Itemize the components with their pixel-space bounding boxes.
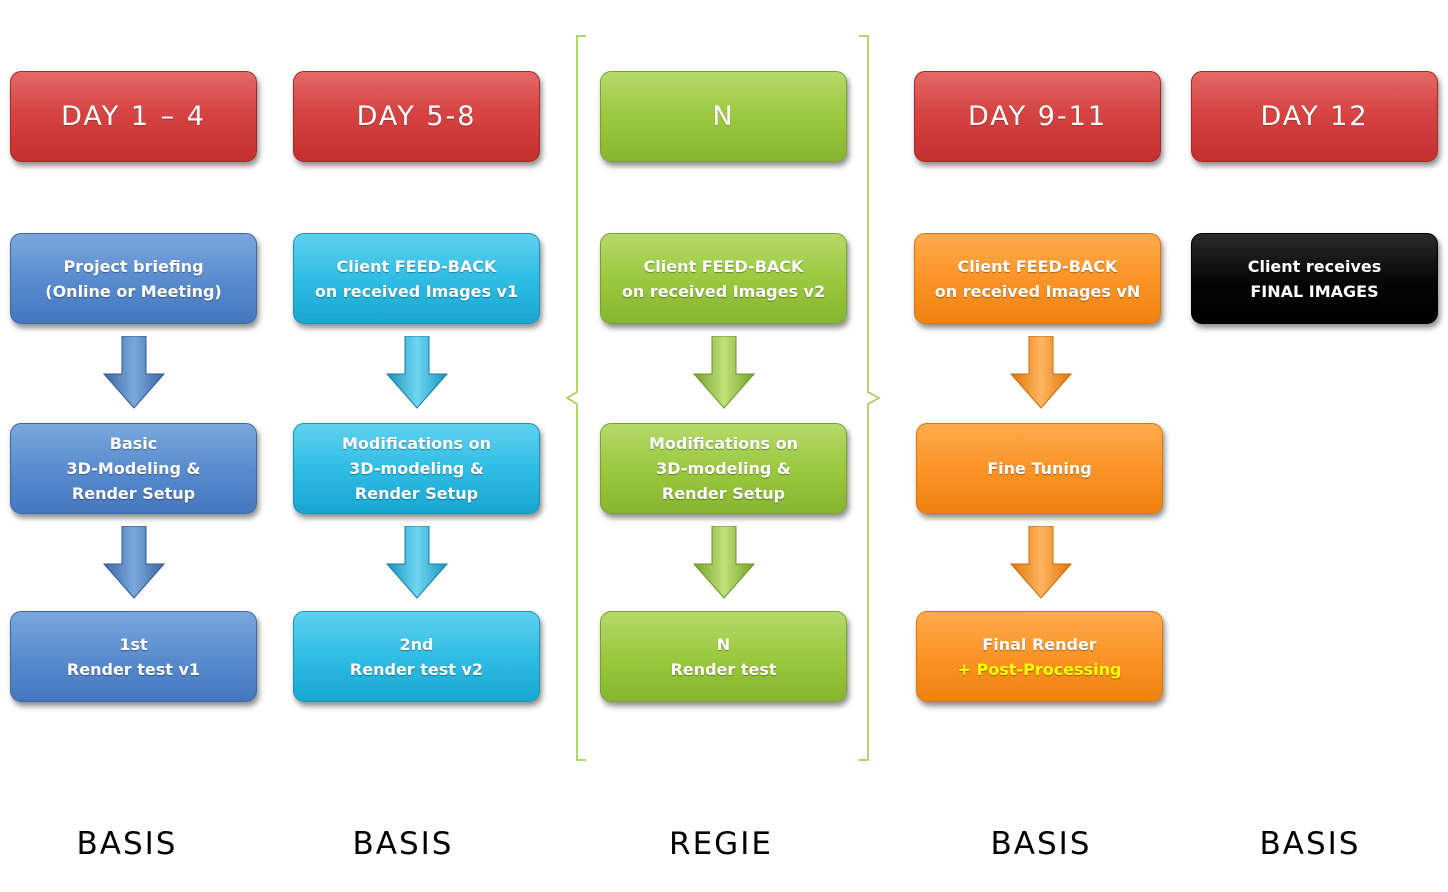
step-line: Client FEED-BACK (336, 256, 497, 276)
step-client-feedback-v2: Client FEED-BACK on received Images v2 (600, 233, 847, 324)
step-line: Client receives (1247, 256, 1382, 276)
step-render-test-v2: 2nd Render test v2 (293, 611, 540, 702)
footer-basis-1: BASIS (76, 826, 178, 862)
step-final-render: Final Render + Post-Processing (916, 611, 1163, 702)
step-line: Render test (670, 659, 777, 679)
footer-regie: REGIE (669, 826, 773, 862)
step-line: on received Images v2 (621, 281, 826, 301)
step-basic-modeling: Basic 3D-Modeling & Render Setup (10, 423, 257, 514)
step-line: Render test v2 (349, 659, 484, 679)
step-client-feedback-v1: Client FEED-BACK on received Images v1 (293, 233, 540, 324)
step-client-receives: Client receives FINAL IMAGES (1191, 233, 1438, 324)
step-line: Fine Tuning (987, 459, 1092, 478)
step-line: Render Setup (661, 484, 786, 503)
step-line: Basic (109, 434, 158, 453)
step-line: Modifications on (342, 434, 491, 453)
down-arrow-icon (102, 336, 166, 409)
step-line: Project briefing (63, 256, 204, 276)
down-arrow-icon (692, 526, 756, 599)
step-line: Render test v1 (66, 659, 201, 679)
step-line: Render Setup (71, 484, 196, 503)
header-day-1-4: DAY 1 – 4 (10, 71, 257, 162)
step-line: 3D-Modeling & (66, 459, 201, 478)
left-bracket (565, 35, 586, 761)
step-client-feedback-vn: Client FEED-BACK on received Images vN (914, 233, 1161, 324)
step-render-test-n: N Render test (600, 611, 847, 702)
step-line: Client FEED-BACK (957, 256, 1118, 276)
footer-basis-4: BASIS (1259, 826, 1361, 862)
step-line: Render Setup (354, 484, 479, 503)
right-bracket (859, 35, 881, 761)
step-line: N (716, 634, 731, 654)
step-line: (Online or Meeting) (45, 281, 222, 301)
down-arrow-icon (385, 336, 449, 409)
step-fine-tuning: Fine Tuning (916, 423, 1163, 514)
step-line: 2nd (399, 634, 434, 654)
step-line: on received Images v1 (314, 281, 519, 301)
step-modifications-v1: Modifications on 3D-modeling & Render Se… (293, 423, 540, 514)
step-line: Final Render (982, 634, 1097, 654)
header-day-9-11: DAY 9-11 (914, 71, 1161, 162)
step-line: Client FEED-BACK (643, 256, 804, 276)
down-arrow-icon (102, 526, 166, 599)
down-arrow-icon (385, 526, 449, 599)
footer-basis-2: BASIS (352, 826, 454, 862)
step-line: Modifications on (649, 434, 798, 453)
step-line: 3D-modeling & (656, 459, 791, 478)
step-render-test-v1: 1st Render test v1 (10, 611, 257, 702)
down-arrow-icon (692, 336, 756, 409)
header-day-12: DAY 12 (1191, 71, 1438, 162)
step-line: 3D-modeling & (349, 459, 484, 478)
step-modifications-v2: Modifications on 3D-modeling & Render Se… (600, 423, 847, 514)
footer-basis-3: BASIS (990, 826, 1092, 862)
header-n: N (600, 71, 847, 162)
down-arrow-icon (1009, 336, 1073, 409)
down-arrow-icon (1009, 526, 1073, 599)
step-line: 1st (119, 634, 148, 654)
step-line: FINAL IMAGES (1250, 281, 1379, 301)
step-project-briefing: Project briefing (Online or Meeting) (10, 233, 257, 324)
step-line: on received Images vN (934, 281, 1141, 301)
header-day-5-8: DAY 5-8 (293, 71, 540, 162)
step-line-highlight: + Post-Processing (957, 659, 1122, 679)
